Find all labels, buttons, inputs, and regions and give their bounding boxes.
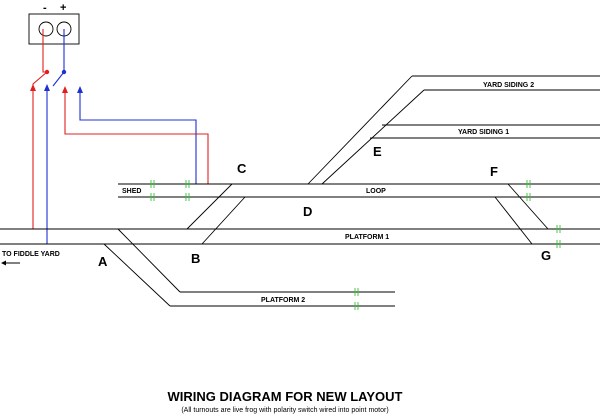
- yard-siding-1-label: YARD SIDING 1: [458, 129, 509, 136]
- isolator-shed-1: [150, 180, 155, 201]
- platform-1-label: PLATFORM 1: [345, 234, 389, 241]
- junction-label-d: D: [303, 204, 312, 219]
- power-supply: - +: [28, 2, 80, 45]
- negative-terminal: [38, 21, 54, 37]
- junction-label-e: E: [373, 144, 382, 159]
- isolator-platform-2: [354, 288, 359, 310]
- crossover-cb-rail-left: [186, 183, 233, 230]
- isolator-platform-1-g: [556, 225, 561, 248]
- junction-label-c: C: [237, 161, 247, 176]
- platform-2-branch-rail-top: [117, 228, 181, 293]
- fiddle-yard-arrow: [1, 260, 20, 266]
- junction-label-a: A: [98, 254, 108, 269]
- yard-siding-2-label: YARD SIDING 2: [483, 82, 534, 89]
- red-switch-pivot: [44, 69, 50, 75]
- negative-label: -: [43, 2, 47, 14]
- diagram-title: WIRING DIAGRAM FOR NEW LAYOUT: [168, 389, 403, 404]
- red-fiddle-arrowhead: [30, 84, 36, 91]
- junction-label-f: F: [490, 164, 498, 179]
- platform-2-branch-rail-bottom: [103, 243, 171, 307]
- crossover-fg-rail-left: [494, 196, 533, 245]
- track-layout: [0, 75, 600, 307]
- red-section-wire: [64, 92, 209, 184]
- loop-label: LOOP: [366, 188, 386, 195]
- positive-label: +: [60, 2, 66, 14]
- blue-switch-arm: [52, 71, 65, 87]
- isolator-loop-f: [526, 180, 531, 201]
- fiddle-yard-label: TO FIDDLE YARD: [2, 251, 60, 258]
- yard-ladder-rail-right: [321, 89, 425, 185]
- shed-label: SHED: [122, 188, 141, 195]
- blue-wires: [44, 29, 197, 244]
- blue-fiddle-arrowhead: [44, 84, 50, 91]
- blue-section-wire: [79, 92, 197, 184]
- junction-label-g: G: [541, 248, 551, 263]
- insulated-joiners: [150, 180, 561, 310]
- red-drop-wire: [32, 71, 48, 229]
- isolator-shed-2: [185, 180, 190, 201]
- blue-arrowhead: [77, 86, 83, 93]
- junction-label-b: B: [191, 251, 200, 266]
- diagram-subtitle: (All turnouts are live frog with polarit…: [181, 407, 388, 414]
- red-wires: [30, 29, 209, 229]
- yard-ladder-rail-left: [307, 75, 413, 185]
- red-arrowhead: [62, 86, 68, 93]
- platform-2-label: PLATFORM 2: [261, 297, 305, 304]
- crossover-fg-rail-right: [507, 183, 549, 230]
- power-supply-box: [28, 13, 80, 45]
- crossover-cb-rail-right: [201, 196, 246, 245]
